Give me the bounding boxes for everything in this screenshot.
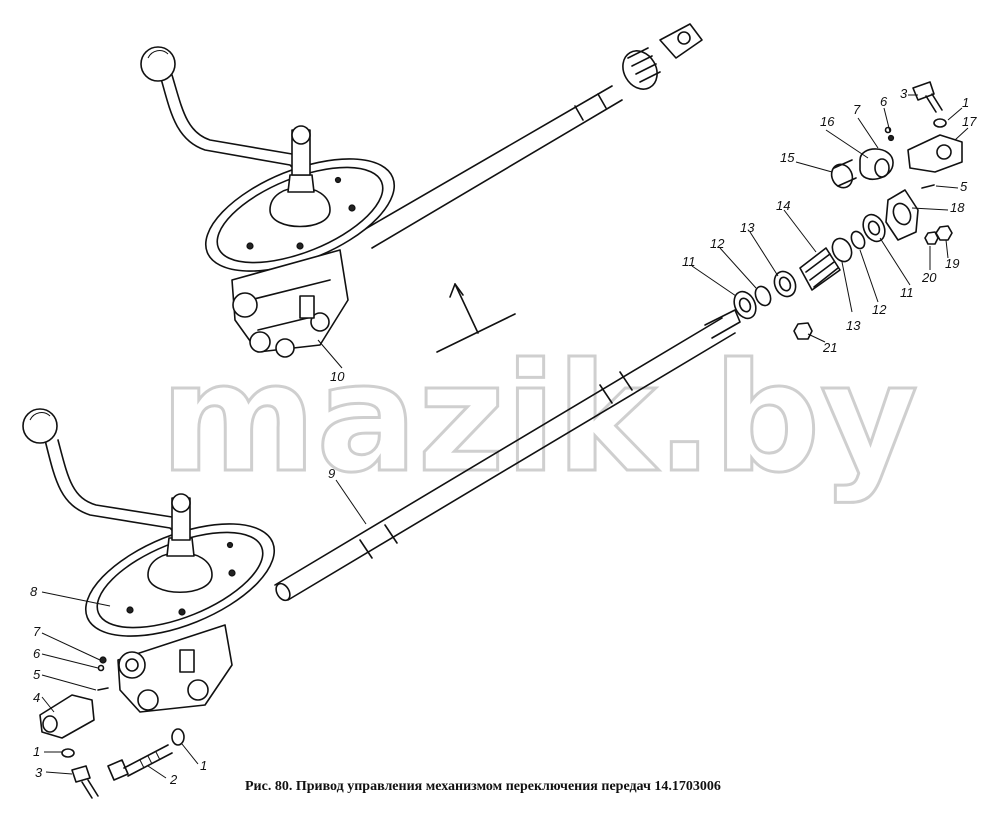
shaft-9	[274, 309, 741, 602]
callout-16: 16	[820, 114, 835, 129]
callout-21: 21	[822, 340, 837, 355]
callout-13-right: 13	[846, 318, 861, 333]
lower-assembly	[22, 309, 741, 799]
callout-7-upper: 7	[853, 102, 861, 117]
leader-lines	[41, 94, 969, 779]
callout-19: 19	[945, 256, 959, 271]
exploded-parts	[733, 81, 963, 340]
lower-left-parts	[39, 656, 185, 799]
callout-5-lower: 5	[33, 667, 41, 682]
callout-1-lower-right: 1	[200, 758, 207, 773]
direction-arrow	[436, 283, 516, 353]
callout-3-upper: 3	[900, 86, 908, 101]
callout-20: 20	[921, 270, 937, 285]
callout-1-upper: 1	[962, 95, 969, 110]
watermark: mazik.by	[160, 332, 918, 506]
callout-12-left: 12	[710, 236, 725, 251]
callout-18: 18	[950, 200, 965, 215]
callout-6-upper: 6	[880, 94, 888, 109]
callout-5-upper: 5	[960, 179, 968, 194]
callout-12-right: 12	[872, 302, 887, 317]
callout-8: 8	[30, 584, 38, 599]
lower-housing	[117, 624, 233, 713]
upper-rod	[359, 23, 703, 249]
callout-15: 15	[780, 150, 795, 165]
upper-housing	[231, 249, 349, 358]
callout-13-left: 13	[740, 220, 755, 235]
callout-11-right: 11	[900, 285, 914, 300]
callout-7-lower: 7	[33, 624, 41, 639]
lower-boot	[147, 493, 213, 593]
upper-lever	[140, 46, 306, 176]
callout-14: 14	[776, 198, 790, 213]
callout-numbers: 3 1 6 7 16 17 15 5 18 14 13 12 11 19 20 …	[30, 86, 977, 787]
callout-10: 10	[330, 369, 345, 384]
callout-6-lower: 6	[33, 646, 41, 661]
callout-4: 4	[33, 690, 40, 705]
callout-11-left: 11	[682, 254, 696, 269]
callout-2: 2	[169, 772, 178, 787]
callout-17: 17	[962, 114, 977, 129]
lower-lever	[22, 408, 187, 541]
callout-1-lower: 1	[33, 744, 40, 759]
upper-assembly	[140, 23, 703, 358]
callout-3-lower: 3	[35, 765, 43, 780]
upper-boot	[269, 125, 331, 228]
figure-caption: Рис. 80. Привод управления механизмом пе…	[245, 779, 721, 794]
callout-9: 9	[328, 466, 335, 481]
